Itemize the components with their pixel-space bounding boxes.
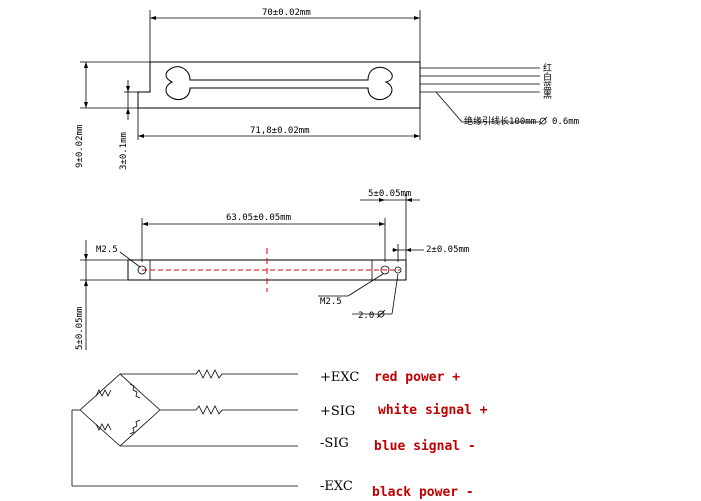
dim-height: 9±0.02mm: [75, 125, 85, 168]
thread-left: M2.5: [96, 245, 118, 255]
lead-length-note: 绝缘引线长100mm: [464, 115, 536, 127]
top-view: 红 白 蓝 黑 70±0.02mm 71,8±0.02mm 9±0.02mm 3…: [75, 8, 579, 170]
pin-exc-plus: +EXC: [320, 370, 359, 385]
pin-sig-minus: -SIG: [320, 436, 349, 451]
bridge-circuit: [79, 373, 161, 447]
dim-slot-length: 71,8±0.02mm: [250, 126, 310, 136]
dim-overall-length: 70±0.02mm: [262, 8, 311, 18]
desc-black-power: black power -: [372, 485, 474, 500]
mount-hole-left: [137, 265, 147, 275]
dim-hole-spacing: 63.05±0.05mm: [226, 213, 291, 223]
side-view: 63.05±0.05mm 5±0.05mm 2±0.05mm M2.5 M2.5…: [75, 189, 469, 350]
top-body-outline: [137, 61, 421, 109]
pin-sig-plus: +SIG: [320, 404, 355, 419]
wiring-diagram: +EXC +SIG -SIG -EXC red power + white si…: [71, 369, 488, 500]
wire-color-red: 红: [543, 62, 552, 74]
mount-hole-small: [394, 266, 402, 274]
wire-color-blue: 蓝: [543, 80, 552, 92]
desc-red-power: red power +: [374, 370, 460, 385]
dogbone-slot: [165, 66, 393, 101]
desc-white-signal: white signal +: [378, 403, 488, 418]
dim-end-offset: 5±0.05mm: [368, 189, 411, 199]
dim-step-height: 3±0.1mm: [119, 132, 129, 170]
thread-right: M2.5: [320, 297, 342, 307]
dim-hole-offset: 2±0.05mm: [426, 245, 469, 255]
lead-diameter: 0.6mm: [552, 117, 579, 127]
mount-hole-right: [380, 265, 390, 275]
desc-blue-signal: blue signal -: [374, 439, 476, 454]
pin-exc-minus: -EXC: [320, 479, 353, 494]
hole-diameter: 2.0: [358, 311, 374, 321]
wire-color-white: 白: [543, 71, 552, 83]
dim-thickness: 5±0.05mm: [75, 307, 85, 350]
wire-color-black: 黑: [543, 90, 552, 101]
